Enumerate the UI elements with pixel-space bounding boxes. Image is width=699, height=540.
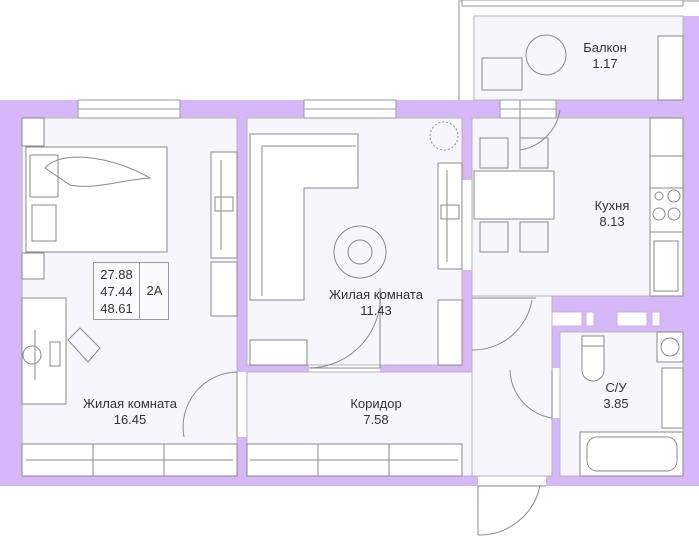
apartment-type: 2A bbox=[146, 283, 163, 298]
apartment-info-box: 27.88 47.44 48.61 2A bbox=[93, 262, 169, 320]
room-name: Жилая комната bbox=[329, 287, 423, 302]
total-area-with-balcony-value: 48.61 bbox=[100, 301, 133, 316]
area-values: 27.88 47.44 48.61 bbox=[94, 263, 140, 319]
room-label-corridor: Коридор 7.58 bbox=[350, 396, 401, 428]
room-area: 11.43 bbox=[360, 303, 392, 318]
room-label-living: Жилая комната 11.43 bbox=[329, 287, 423, 319]
room-label-bedroom: Жилая комната 16.45 bbox=[83, 396, 177, 428]
room-name: Коридор bbox=[350, 396, 402, 411]
room-area: 16.45 bbox=[113, 412, 147, 427]
furniture bbox=[21, 34, 684, 477]
windows bbox=[77, 0, 684, 119]
doors bbox=[182, 100, 561, 536]
room-area: 7.58 bbox=[363, 412, 389, 427]
room-label-kitchen: Кухня 8.13 bbox=[595, 198, 630, 230]
living-area-value: 27.88 bbox=[100, 267, 133, 282]
room-area: 8.13 bbox=[599, 214, 625, 229]
room-label-bathroom: С/У 3.85 bbox=[603, 380, 628, 412]
hall-floor bbox=[471, 295, 553, 477]
room-area: 1.17 bbox=[592, 56, 618, 71]
room-name: Жилая комната bbox=[83, 396, 177, 411]
room-area: 3.85 bbox=[603, 396, 629, 411]
vent-shafts bbox=[551, 311, 661, 327]
room-name: Балкон bbox=[583, 40, 627, 55]
room-label-balcony: Балкон 1.17 bbox=[583, 40, 627, 72]
room-name: С/У bbox=[605, 380, 627, 395]
total-area-value: 47.44 bbox=[100, 284, 133, 299]
room-name: Кухня bbox=[594, 198, 630, 213]
